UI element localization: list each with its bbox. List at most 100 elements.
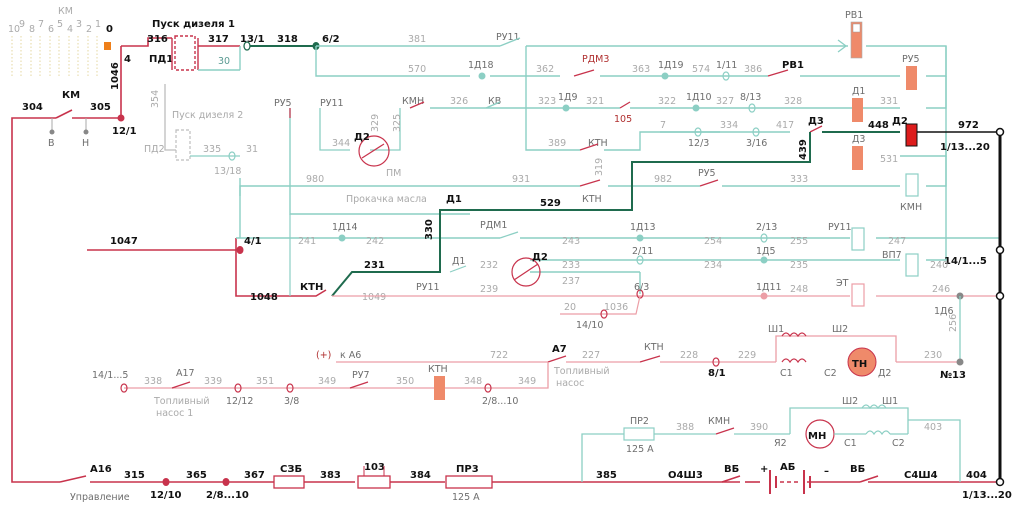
pr3-rating: 125 А bbox=[452, 492, 480, 503]
sh2-label: Ш2 bbox=[832, 324, 848, 335]
wire-403: 403 bbox=[924, 422, 942, 433]
wire-972: 972 bbox=[958, 120, 979, 131]
a7-label: А7 bbox=[552, 344, 567, 355]
wire-339: 339 bbox=[204, 376, 222, 387]
c1-bottom: С1 bbox=[844, 438, 857, 449]
plus-a6: (+) bbox=[316, 350, 331, 361]
ktn-pump-label: КТН bbox=[644, 342, 664, 353]
wire-385: 385 bbox=[596, 470, 617, 481]
km-contact-h: Н bbox=[82, 138, 89, 149]
wire-318: 318 bbox=[277, 34, 298, 45]
km-zero-contact bbox=[104, 42, 111, 50]
km-pos: 3 bbox=[76, 19, 82, 30]
wire-4: 4 bbox=[124, 54, 131, 65]
km-pos: 8 bbox=[29, 24, 35, 35]
wire-229: 229 bbox=[738, 350, 756, 361]
node-6-3: 6/3 bbox=[634, 282, 649, 293]
teal-wires bbox=[236, 45, 1000, 294]
wire-365: 365 bbox=[186, 470, 207, 481]
row3-elements: РУ5 РУ11 344 329 325 Д2 ПМ КМН 326 КВ 32… bbox=[274, 86, 1000, 179]
vb-right-label: ВБ bbox=[850, 464, 865, 475]
node-2-8-10: 2/8...10 bbox=[206, 490, 249, 501]
start-diesel-1: Пуск дизеля 1 ПД1 316 317 30 13/1 318 6/… bbox=[147, 19, 340, 71]
tn-label: ТН bbox=[852, 359, 867, 370]
pr2-rating: 125 А bbox=[626, 444, 654, 455]
wire-348: 348 bbox=[464, 376, 482, 387]
km-title: КМ bbox=[58, 6, 73, 17]
node-1d18: 1Д18 bbox=[468, 60, 494, 71]
pd1-label: ПД1 bbox=[149, 54, 173, 65]
ru5-top-label: РУ5 bbox=[902, 54, 920, 65]
km-contact-dots bbox=[11, 36, 98, 78]
wire-384: 384 bbox=[410, 470, 431, 481]
wire-338: 338 bbox=[144, 376, 162, 387]
tn-motor bbox=[847, 347, 877, 377]
wire-247: 247 bbox=[888, 236, 906, 247]
wire-227: 227 bbox=[582, 350, 600, 361]
d1-row4-label: Д1 bbox=[446, 194, 462, 205]
pm-label: ПМ bbox=[386, 168, 401, 179]
ktn-coil bbox=[434, 376, 445, 400]
ru11-label: РУ11 bbox=[320, 98, 344, 109]
wire-931: 931 bbox=[512, 174, 530, 185]
node-8-1: 8/1 bbox=[708, 368, 726, 379]
d2-row5-motor bbox=[511, 257, 541, 287]
d2-label: Д2 bbox=[892, 116, 908, 127]
wire-30: 30 bbox=[218, 56, 230, 67]
wire-354: 354 bbox=[150, 90, 161, 108]
node-2-8-10-pump: 2/8...10 bbox=[482, 396, 518, 407]
wire-349: 349 bbox=[318, 376, 336, 387]
node-12-10: 12/10 bbox=[150, 490, 182, 501]
vp7-label: ВП7 bbox=[882, 250, 902, 261]
wire-574: 574 bbox=[692, 64, 710, 75]
node-2-11: 2/11 bbox=[632, 246, 653, 257]
bottom-motor-circuit: ПР2 125 А 388 КМН 390 Я2 МН Ш2 Ш1 С1 С2 … bbox=[581, 396, 961, 482]
wire-362: 362 bbox=[536, 64, 554, 75]
wire-240: 240 bbox=[930, 260, 948, 271]
wire-327: 327 bbox=[716, 96, 734, 107]
ab-label: АБ bbox=[780, 462, 795, 473]
wire-20: 20 bbox=[564, 302, 576, 313]
km-pos: 10 bbox=[8, 24, 20, 35]
wire-31: 31 bbox=[246, 144, 258, 155]
km-pos: 5 bbox=[57, 19, 63, 30]
wire-1047: 1047 bbox=[110, 236, 138, 247]
wire-241: 241 bbox=[298, 236, 316, 247]
top-row-elements: 381 РУ11 РВ1 570 1Д18 362 РДМ3 363 1Д19 … bbox=[408, 10, 920, 90]
wire-232: 232 bbox=[480, 260, 498, 271]
node-13-1: 13/1 bbox=[240, 34, 265, 45]
wire-234: 234 bbox=[704, 260, 722, 271]
wire-233: 233 bbox=[562, 260, 580, 271]
km-positions: 10 9 8 7 6 5 4 3 2 1 0 bbox=[8, 19, 113, 35]
d3-coil bbox=[852, 146, 863, 170]
fuel-pump-label-1: Топливный bbox=[553, 366, 610, 377]
wire-319: 319 bbox=[594, 158, 605, 176]
d1-coil bbox=[852, 98, 863, 122]
km-contact-b: В bbox=[48, 138, 55, 149]
oil-label: Прокачка масла bbox=[346, 194, 427, 205]
wire-105: 105 bbox=[614, 114, 632, 125]
rv1-top-label: РВ1 bbox=[845, 10, 863, 21]
wire-230: 230 bbox=[924, 350, 942, 361]
kmn-bottom-label: КМН bbox=[708, 416, 730, 427]
start-diesel-1-label: Пуск дизеля 1 bbox=[152, 19, 235, 30]
wire-1048: 1048 bbox=[250, 292, 278, 303]
pr3-label: ПР3 bbox=[456, 464, 479, 475]
node-12-12: 12/12 bbox=[226, 396, 253, 407]
node-4-1: 4/1 bbox=[244, 236, 262, 247]
wire-334: 334 bbox=[720, 120, 738, 131]
wire-389: 389 bbox=[548, 138, 566, 149]
wire-350: 350 bbox=[396, 376, 414, 387]
kv-label: КВ bbox=[488, 96, 501, 107]
node-3-16: 3/16 bbox=[746, 138, 767, 149]
row4-elements: 980 Прокачка масла 931 КТН 982 РУ5 333 К… bbox=[306, 132, 922, 297]
node-1-11: 1/11 bbox=[716, 60, 737, 71]
pr2-label: ПР2 bbox=[630, 416, 649, 427]
wire-316: 316 bbox=[147, 34, 168, 45]
km-main-label: КМ bbox=[62, 90, 80, 101]
c4sh4-label: С4Ш4 bbox=[904, 470, 938, 481]
wire-333: 333 bbox=[790, 174, 808, 185]
wire-246: 246 bbox=[932, 284, 950, 295]
ru5-coil bbox=[906, 66, 917, 90]
